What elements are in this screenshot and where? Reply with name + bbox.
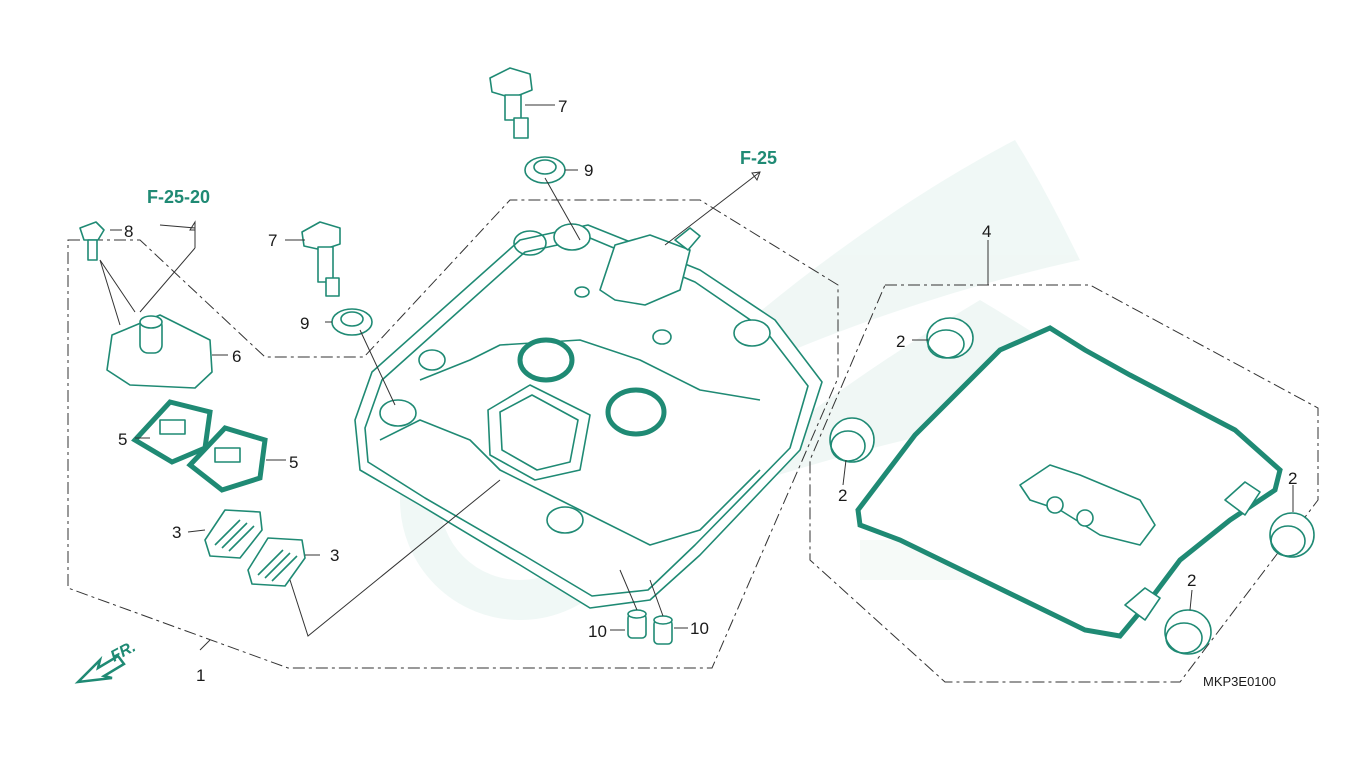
cylinder-head-cover[interactable] bbox=[354, 223, 823, 609]
plate-part-5b[interactable] bbox=[186, 425, 268, 493]
gasket-set-group-outline bbox=[809, 284, 1319, 683]
plug-seal-part-2b[interactable] bbox=[829, 417, 875, 463]
callout-3a: 3 bbox=[172, 523, 181, 542]
front-direction-arrow-icon: FR. bbox=[74, 638, 139, 684]
callout-1: 1 bbox=[196, 666, 205, 685]
callout-10b: 10 bbox=[690, 619, 709, 638]
bolt-part-7-upper[interactable] bbox=[489, 67, 533, 139]
callout-6: 6 bbox=[232, 347, 241, 366]
callout-5a: 5 bbox=[118, 430, 127, 449]
bolt-part-7-left[interactable] bbox=[301, 221, 341, 297]
callout-2d: 2 bbox=[1187, 571, 1196, 590]
callout-7a: 7 bbox=[558, 97, 567, 116]
bolt-part-8[interactable] bbox=[79, 221, 105, 261]
callout-9a: 9 bbox=[584, 161, 593, 180]
breather-cover-part-6[interactable] bbox=[106, 314, 213, 389]
washer-part-9-left[interactable] bbox=[331, 308, 373, 336]
dowel-pin-part-10a[interactable] bbox=[627, 609, 647, 639]
callout-2a: 2 bbox=[896, 332, 905, 351]
dowel-pin-part-10b[interactable] bbox=[653, 615, 673, 645]
callout-5b: 5 bbox=[289, 453, 298, 472]
reference-f-25-20: F-25-20 bbox=[147, 187, 210, 207]
callout-2c: 2 bbox=[1288, 469, 1297, 488]
callout-10a: 10 bbox=[588, 622, 607, 641]
callout-8: 8 bbox=[124, 222, 133, 241]
reference-f-25: F-25 bbox=[740, 148, 777, 168]
callout-9b: 9 bbox=[300, 314, 309, 333]
callout-4: 4 bbox=[982, 222, 991, 241]
callout-7b: 7 bbox=[268, 231, 277, 250]
washer-part-9-upper[interactable] bbox=[524, 156, 566, 184]
separator-part-3a[interactable] bbox=[204, 509, 263, 559]
plug-seal-part-2a[interactable] bbox=[926, 317, 974, 359]
plug-seal-part-2c[interactable] bbox=[1269, 512, 1315, 558]
drawing-code: MKP3E0100 bbox=[1203, 674, 1276, 689]
leader-lines bbox=[99, 104, 1294, 651]
head-cover-gasket-part-4[interactable] bbox=[855, 325, 1283, 639]
cylinder-head-cover-group-outline bbox=[67, 199, 839, 669]
plug-seal-part-2d[interactable] bbox=[1164, 609, 1212, 655]
callout-2b: 2 bbox=[838, 486, 847, 505]
plate-part-5a[interactable] bbox=[131, 399, 213, 465]
callout-3b: 3 bbox=[330, 546, 339, 565]
separator-part-3b[interactable] bbox=[247, 537, 306, 587]
